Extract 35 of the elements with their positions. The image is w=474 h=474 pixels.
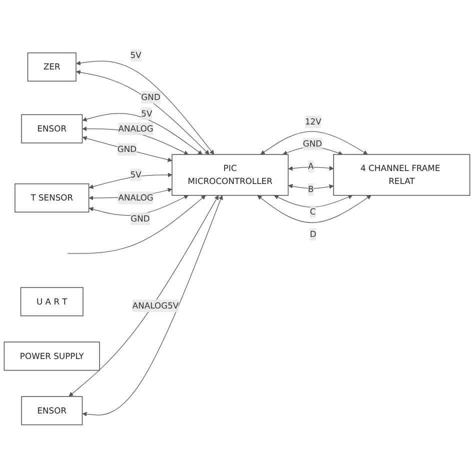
arrow (260, 131, 368, 155)
node-box: ENSOR (21, 114, 83, 144)
edge-label: B (308, 184, 314, 194)
arrow (68, 195, 219, 397)
edge-label: GND (141, 92, 160, 102)
edge-label: ANALOG (118, 124, 154, 134)
edge-label: C (310, 206, 316, 217)
node-box: PIC MICROCONTROLLER (172, 154, 289, 196)
edge-label: 12V (304, 116, 322, 127)
edge-label: GND (130, 214, 150, 224)
edge-label: 5V (141, 108, 152, 118)
node-box: ENSOR (21, 396, 83, 426)
arrow (88, 195, 189, 216)
node-box: POWER SUPPLY (4, 342, 100, 371)
arrow (282, 146, 343, 156)
node-box: ZER (27, 52, 76, 82)
arrow (274, 194, 353, 208)
edge-label: ANALOG (118, 192, 154, 203)
arrow (288, 184, 334, 189)
arrow (88, 172, 172, 189)
arrow (257, 195, 372, 223)
edge-label: GND (302, 138, 322, 149)
node-box: T SENSOR (14, 183, 90, 212)
edge-label: D (310, 228, 316, 239)
node-box: 4 CHANNEL FRAME RELAT (333, 154, 470, 196)
edge-label: 5V (130, 50, 142, 60)
edge-label: A (308, 161, 314, 172)
edge-label: 5V (130, 170, 142, 180)
arrow (82, 195, 223, 416)
edge-label: GND (117, 144, 137, 154)
edge-label: ANALOG5V (132, 300, 179, 311)
arrow (82, 136, 172, 162)
arrow (288, 166, 334, 171)
node-box: U A R T (20, 287, 84, 316)
arrow (67, 195, 206, 254)
